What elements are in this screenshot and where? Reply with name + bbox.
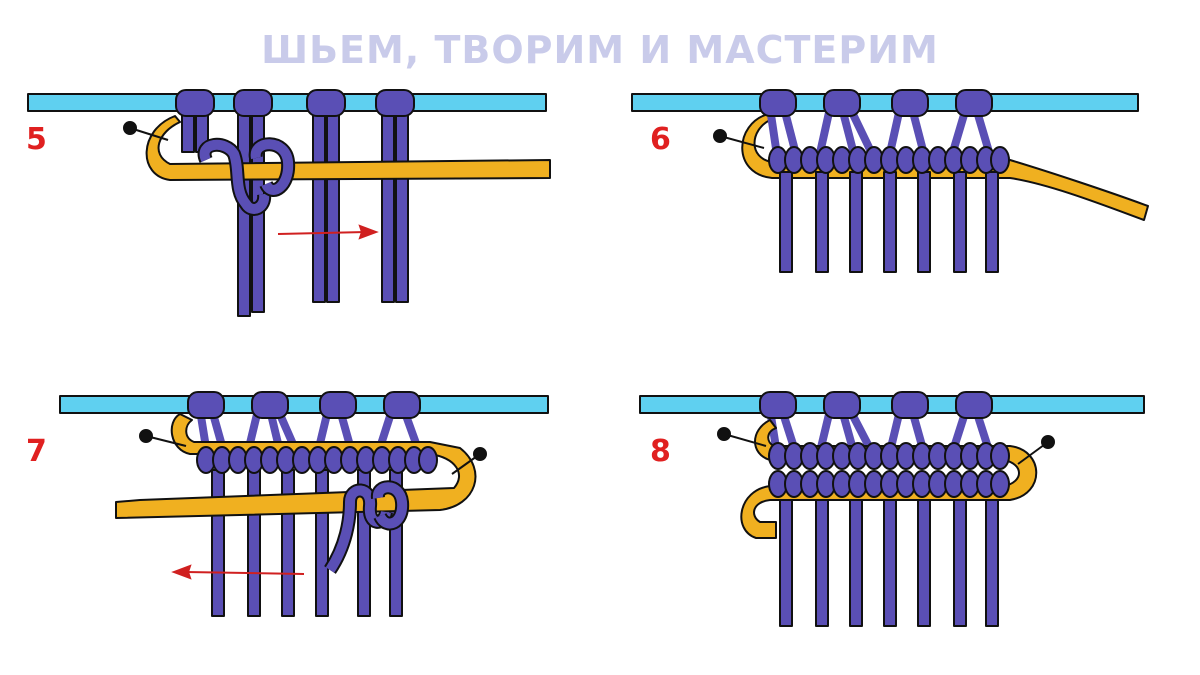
rod (631, 93, 1139, 112)
cord (779, 171, 793, 273)
knot-loop (199, 140, 270, 214)
mounting-knot (823, 391, 861, 419)
cord (917, 171, 931, 273)
cord (985, 489, 999, 627)
cord (849, 489, 863, 627)
pin-head (473, 447, 487, 461)
mounting-knot (383, 391, 421, 419)
step-8-illustration (639, 391, 1145, 627)
rod (59, 395, 549, 414)
cord (883, 489, 897, 627)
pin-head (713, 129, 727, 143)
mounting-knot (251, 391, 289, 419)
mounting-knot (955, 391, 993, 419)
cord (953, 171, 967, 273)
cord (849, 171, 863, 273)
pin-head (139, 429, 153, 443)
cord (211, 469, 225, 617)
cord (985, 171, 999, 273)
step-7-illustration (59, 391, 549, 617)
step-number-5: 5 (26, 122, 47, 157)
mounting-knot (187, 391, 225, 419)
half-hitch-knot (990, 470, 1010, 498)
cord (815, 489, 829, 627)
half-hitch-knot (990, 442, 1010, 470)
step-8-panel: 8 (620, 370, 1180, 650)
step-number-8: 8 (650, 434, 671, 469)
step-number-6: 6 (650, 122, 671, 157)
direction-arrow (171, 564, 305, 580)
pin (719, 135, 765, 149)
step-5-illustration (27, 89, 551, 317)
cord (395, 101, 409, 303)
cord (815, 171, 829, 273)
mounting-knot (759, 89, 797, 117)
mounting-knot (759, 391, 797, 419)
step-6-panel: 6 (620, 80, 1180, 330)
mounting-knot (306, 89, 346, 117)
pin (723, 433, 767, 447)
step-number-7: 7 (26, 434, 47, 469)
pin-head (717, 427, 731, 441)
cord (312, 101, 326, 303)
pin-head (123, 121, 137, 135)
step-5-panel: 5 (20, 80, 580, 330)
knot-loop (250, 139, 294, 195)
cord (247, 469, 261, 617)
direction-arrow (277, 224, 379, 240)
cord (779, 489, 793, 627)
cord (281, 469, 295, 617)
mounting-knot (823, 89, 861, 117)
cord (917, 489, 931, 627)
mounting-knot (175, 89, 215, 117)
knot-loop (373, 482, 408, 529)
mounting-knot (233, 89, 273, 117)
cord (953, 489, 967, 627)
half-hitch-knot (418, 446, 438, 474)
rod (27, 93, 547, 112)
mounting-knot (891, 89, 929, 117)
half-hitch-knot (990, 146, 1010, 174)
step-7-panel: 7 (20, 370, 580, 650)
cord (883, 171, 897, 273)
watermark-title: ШЬЕМ, ТВОРИМ И МАСТЕРИМ (261, 28, 939, 72)
mounting-knot (955, 89, 993, 117)
mounting-knot (891, 391, 929, 419)
pin-head (1041, 435, 1055, 449)
mounting-knot (319, 391, 357, 419)
cord (326, 101, 340, 303)
step-6-illustration (631, 89, 1149, 273)
cord (381, 101, 395, 303)
mounting-knot (375, 89, 415, 117)
